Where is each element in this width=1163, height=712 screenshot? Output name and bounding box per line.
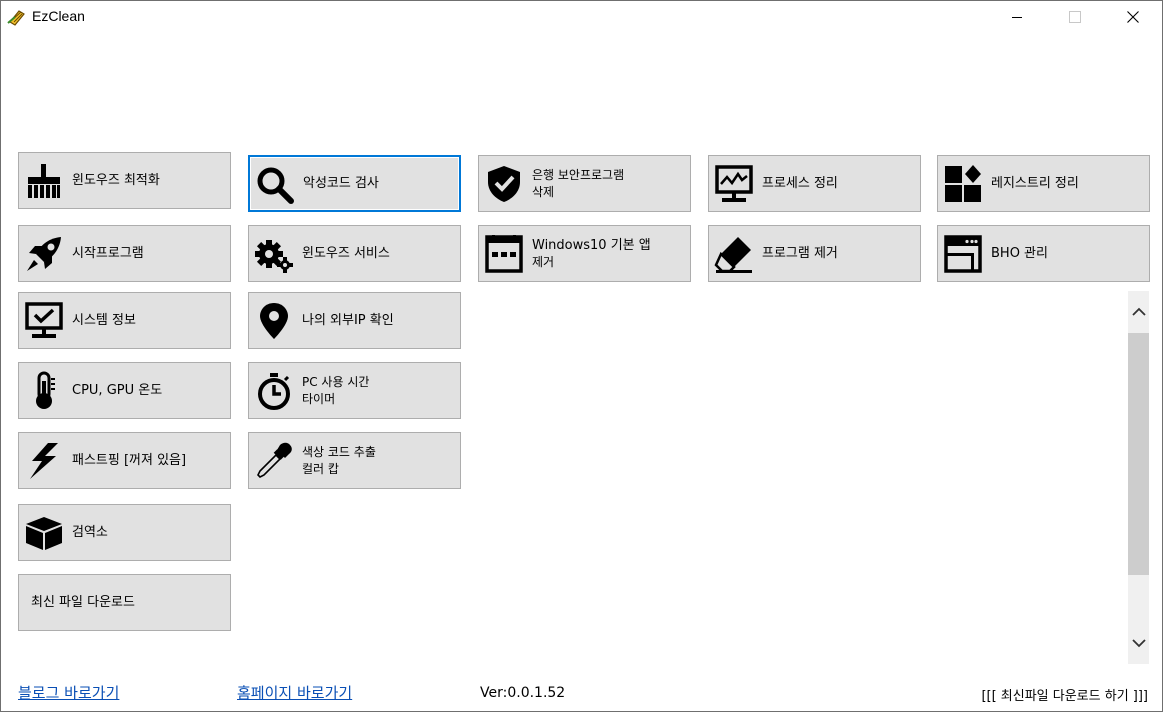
eraser-icon <box>713 233 755 275</box>
system-info-button[interactable]: 시스템 정보 <box>18 292 231 349</box>
gears-icon <box>253 233 295 275</box>
title-bar: EzClean <box>1 1 1162 33</box>
tile-label: CPU, GPU 온도 <box>72 383 163 398</box>
color-picker-button[interactable]: 색상 코드 추출 컬러 캅 <box>248 432 461 489</box>
quarantine-button[interactable]: 검역소 <box>18 504 231 561</box>
tile-label: 시작프로그램 <box>72 246 144 261</box>
latest-file-download-button[interactable]: 최신 파일 다운로드 <box>18 574 231 631</box>
minimize-button[interactable] <box>988 1 1046 33</box>
bho-manage-button[interactable]: BHO 관리 <box>937 225 1150 282</box>
magnifier-icon <box>254 164 296 206</box>
scroll-down-button[interactable] <box>1128 622 1149 664</box>
chevron-down-icon <box>1131 639 1146 648</box>
win10-apps-remove-button[interactable]: Windows10 기본 앱 제거 <box>478 225 691 282</box>
tile-label-line1: Windows10 기본 앱 <box>532 237 651 253</box>
app-logo-icon <box>7 7 27 27</box>
rocket-icon <box>23 233 65 275</box>
fastping-button[interactable]: 패스트핑 [꺼져 있음] <box>18 432 231 489</box>
maximize-button[interactable] <box>1046 1 1104 33</box>
maximize-icon <box>1069 11 1081 23</box>
scrollbar-thumb[interactable] <box>1128 333 1149 575</box>
window-title: EzClean <box>32 8 85 24</box>
external-ip-button[interactable]: 나의 외부IP 확인 <box>248 292 461 349</box>
tile-label: BHO 관리 <box>991 246 1048 261</box>
thermometer-icon <box>23 370 65 412</box>
startup-programs-button[interactable]: 시작프로그램 <box>18 225 231 282</box>
tile-label-line2: 컬러 캅 <box>302 461 339 476</box>
tile-label: 레지스트리 정리 <box>991 176 1079 191</box>
broom-icon <box>23 160 65 202</box>
registry-cleanup-button[interactable]: 레지스트리 정리 <box>937 155 1150 212</box>
tile-label: 프로그램 제거 <box>762 246 838 261</box>
tile-label-line1: 색상 코드 추출 <box>302 444 376 459</box>
close-button[interactable] <box>1104 1 1162 33</box>
blog-link[interactable]: 블로그 바로가기 <box>18 684 120 702</box>
monitor-check-icon <box>23 300 65 342</box>
windows-services-button[interactable]: 윈도우즈 서비스 <box>248 225 461 282</box>
cpu-gpu-temp-button[interactable]: CPU, GPU 온도 <box>18 362 231 419</box>
tile-label-line2: 제거 <box>532 254 555 269</box>
tile-label: 악성코드 검사 <box>303 176 379 191</box>
eyedropper-icon <box>253 440 295 482</box>
box-icon <box>23 512 65 554</box>
scroll-up-button[interactable] <box>1128 291 1149 333</box>
windows-optimize-button[interactable]: 윈도우즈 최적화 <box>18 152 231 209</box>
tile-label: 나의 외부IP 확인 <box>302 313 394 328</box>
tile-label-line2: 삭제 <box>532 184 555 199</box>
app-window-icon <box>483 233 525 275</box>
homepage-link[interactable]: 홈페이지 바로가기 <box>237 684 353 702</box>
tile-label: 윈도우즈 서비스 <box>302 246 390 261</box>
tile-label-line1: PC 사용 시간 <box>302 374 370 389</box>
process-cleanup-button[interactable]: 프로세스 정리 <box>708 155 921 212</box>
lightning-icon <box>23 440 65 482</box>
program-uninstall-button[interactable]: 프로그램 제거 <box>708 225 921 282</box>
stopwatch-icon <box>253 370 295 412</box>
close-icon <box>1127 11 1139 23</box>
latest-download-link[interactable]: [[[ 최신파일 다운로드 하기 ]]] <box>981 689 1148 704</box>
tile-label: 패스트핑 [꺼져 있음] <box>72 453 187 468</box>
bank-security-remove-button[interactable]: 은행 보안프로그램 삭제 <box>478 155 691 212</box>
tile-label: 프로세스 정리 <box>762 176 838 191</box>
location-pin-icon <box>253 300 295 342</box>
vertical-scrollbar[interactable] <box>1128 291 1149 664</box>
browser-window-icon <box>942 233 984 275</box>
tile-label: 검역소 <box>72 525 108 540</box>
minimize-icon <box>1012 17 1022 18</box>
version-label: Ver:0.0.1.52 <box>480 685 566 701</box>
tile-label: 최신 파일 다운로드 <box>31 595 135 610</box>
pc-usage-timer-button[interactable]: PC 사용 시간 타이머 <box>248 362 461 419</box>
malware-scan-button[interactable]: 악성코드 검사 <box>248 155 461 212</box>
chevron-up-icon <box>1131 307 1146 316</box>
tile-label: 시스템 정보 <box>72 313 136 328</box>
tile-label: 윈도우즈 최적화 <box>72 173 160 188</box>
tile-label-line2: 타이머 <box>302 391 336 406</box>
shield-check-icon <box>483 163 525 205</box>
tile-label-line1: 은행 보안프로그램 <box>532 167 625 182</box>
registry-blocks-icon <box>942 163 984 205</box>
activity-monitor-icon <box>713 163 755 205</box>
